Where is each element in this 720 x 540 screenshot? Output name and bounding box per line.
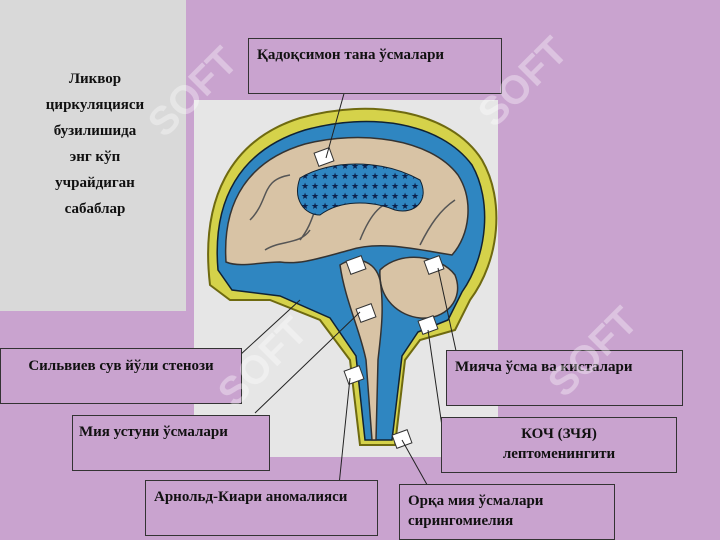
pointer-marker — [313, 147, 335, 167]
pointer-marker — [343, 365, 365, 385]
label-corpus-callosum: Қадоқсимон тана ўсмалари — [248, 38, 502, 94]
label-sylvian-aqueduct: Сильвиев сув йўли стенози — [0, 348, 242, 404]
label-brainstem-tumors: Мия устуни ўсмалари — [72, 415, 270, 471]
slide-title: Ликвор циркуляцияси бузилишида энг кўп у… — [20, 66, 170, 222]
title-line: бузилишида — [53, 123, 137, 139]
pointer-marker — [423, 255, 445, 275]
pointer-marker — [391, 429, 413, 449]
title-line: энг кўп — [69, 149, 121, 165]
title-line: учрайдиган — [55, 175, 135, 191]
label-arnold-chiari: Арнольд-Киари аномалияси — [145, 480, 378, 536]
pointer-marker — [345, 255, 367, 275]
pointer-marker — [355, 303, 377, 323]
title-line: Ликвор — [68, 71, 122, 87]
label-spinal-tumors: Орқа мия ўсмалари сирингомиелия — [399, 484, 615, 540]
lateral-ventricle — [297, 163, 424, 216]
leader-lines — [239, 89, 459, 496]
left-panel — [0, 0, 186, 311]
label-leptomeningitis: КОЧ (ЗЧЯ) лептоменингити — [441, 417, 677, 473]
pointer-marker — [417, 315, 439, 335]
title-line: сабаблар — [64, 201, 126, 217]
label-leptomeningitis-line2: лептоменингити — [502, 446, 616, 462]
cerebellum — [379, 256, 459, 319]
label-leptomeningitis-line1: КОЧ (ЗЧЯ) — [521, 426, 597, 442]
label-cerebellum-tumors: Мияча ўсма ва кисталари — [446, 350, 683, 406]
title-line: циркуляцияси — [45, 97, 145, 113]
